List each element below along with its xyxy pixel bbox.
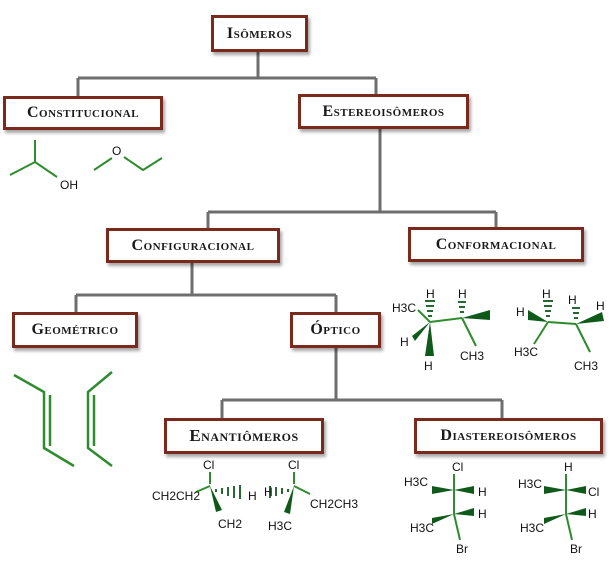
diastereomer-left: Cl H3C H H H3C Br	[404, 460, 487, 556]
node-optico: Óptico	[290, 312, 381, 348]
wedge-left	[528, 310, 548, 322]
wedge-left	[412, 322, 430, 341]
h-label: H	[478, 485, 487, 499]
cl-label: Cl	[452, 460, 463, 474]
connector-lines	[74, 52, 504, 418]
h3c-label: H3C	[392, 301, 416, 315]
ch3-label: CH3	[460, 349, 484, 363]
cl-label: Cl	[203, 458, 214, 472]
br-label: Br	[570, 542, 582, 556]
connector-optico	[220, 348, 504, 418]
h-label: H	[248, 489, 257, 503]
conformational-molecule-left: H3C H H H H CH3	[392, 287, 490, 373]
h-label: H	[596, 299, 605, 313]
ch3-label: CH3	[574, 359, 598, 373]
wedge-right	[454, 486, 474, 494]
constitutional-molecules	[9, 140, 163, 178]
node-conformacional: Conformacional	[408, 227, 584, 262]
connector-estereoisomeros	[206, 128, 498, 228]
ethyl-label: CH2CH2	[152, 489, 200, 503]
wedge-right	[462, 310, 490, 320]
ethyl-label: CH2CH3	[310, 497, 358, 511]
node-constitucional: Constitucional	[3, 96, 163, 130]
h3c-label: H3C	[268, 519, 292, 533]
ether-bond-right	[123, 156, 163, 172]
br-label: Br	[456, 542, 468, 556]
geometric-molecules	[13, 371, 113, 468]
enantiomer-right: Cl H CH2CH3 H3C	[264, 458, 358, 533]
h-label: H	[542, 287, 551, 301]
h3c-label: H3C	[404, 475, 428, 489]
ch2-label: CH2	[218, 517, 242, 531]
cl-label: Cl	[288, 458, 299, 472]
h3c-label: H3C	[514, 345, 538, 359]
isopropanol-skeleton	[9, 160, 58, 178]
h3c-label: H3C	[518, 477, 542, 491]
h-label: H	[400, 335, 409, 349]
h-label: H	[516, 305, 525, 319]
h-label: H	[426, 287, 435, 301]
connector-configuracional	[74, 262, 338, 312]
h-label: H	[564, 460, 573, 474]
wedge-right	[566, 508, 586, 516]
h-label: H	[458, 287, 467, 301]
trans-alkene	[13, 373, 75, 468]
wedge-left	[544, 514, 566, 524]
enantiomer-left: Cl CH2CH2 H CH2	[152, 458, 257, 531]
wedge-left	[432, 486, 454, 494]
conformational-molecule-right: H H H H H3C CH3	[514, 287, 605, 373]
h-label: H	[424, 359, 433, 373]
h-label: H	[478, 507, 487, 521]
wedge-down	[425, 322, 434, 356]
node-geometrico: Geométrico	[12, 312, 138, 348]
h-label: H	[264, 485, 273, 499]
node-isomeros: Isômeros	[211, 15, 308, 52]
cis-alkene	[86, 371, 113, 467]
wedge-left	[432, 514, 454, 524]
oh-label: OH	[60, 178, 78, 192]
h-label: H	[588, 507, 597, 521]
wedge-right	[454, 508, 474, 516]
h-label: H	[568, 293, 577, 307]
cl-label: Cl	[588, 485, 599, 499]
h3c-label: H3C	[410, 521, 434, 535]
node-enantiomeros: Enantiômeros	[164, 418, 324, 454]
node-estereoisomeros: Estereoisômeros	[298, 94, 469, 129]
wedge-left	[544, 486, 566, 494]
connector-isomeros	[76, 52, 378, 96]
h3c-label: H3C	[520, 521, 544, 535]
ether-bond-left	[93, 157, 113, 171]
wedge-right	[576, 312, 604, 324]
node-configuracional: Configuracional	[106, 228, 280, 263]
wedge-down	[210, 486, 222, 512]
node-diastereoisomeros: Diastereoisômeros	[414, 418, 603, 454]
oxygen-label: O	[112, 144, 121, 158]
wedge-right	[566, 486, 586, 494]
wedge-down	[284, 486, 294, 514]
diastereomer-right: H H3C Cl H H3C Br	[518, 460, 599, 556]
